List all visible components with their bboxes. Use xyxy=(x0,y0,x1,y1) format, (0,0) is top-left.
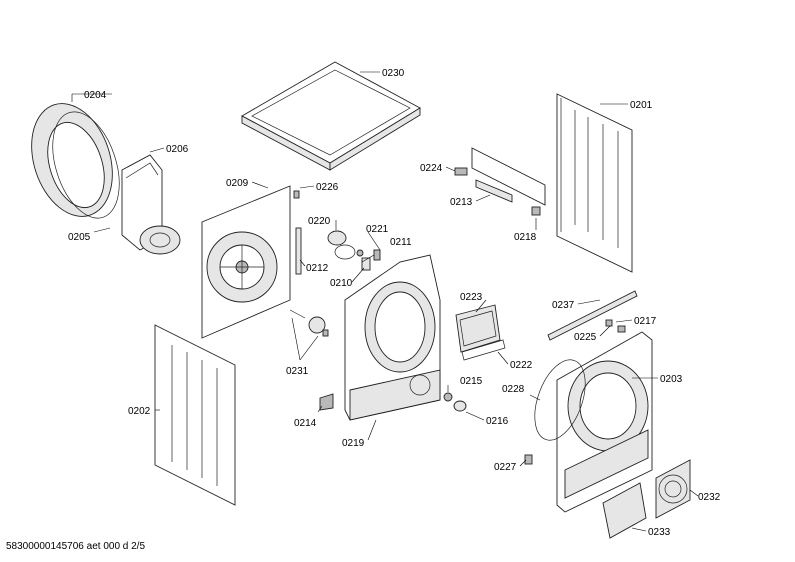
callout-0227: 0227 xyxy=(494,462,517,473)
part-top-cover xyxy=(241,61,421,171)
callout-labels: 0230 0201 0204 0206 0205 0209 0226 0224 … xyxy=(68,68,721,538)
part-rail-0212 xyxy=(295,227,302,275)
callout-0237: 0237 xyxy=(552,300,575,311)
callout-0220: 0220 xyxy=(308,216,331,227)
document-footer-id: 58300000145706 aet 000 d 2/5 xyxy=(6,541,146,552)
callout-0217: 0217 xyxy=(634,316,657,327)
callout-0224: 0224 xyxy=(420,163,443,174)
leader-lines xyxy=(71,71,699,532)
callout-0225: 0225 xyxy=(574,332,597,343)
part-0215-0216 xyxy=(443,392,467,412)
callout-0201: 0201 xyxy=(630,100,653,111)
callout-0212: 0212 xyxy=(306,263,329,274)
callout-0209: 0209 xyxy=(226,178,249,189)
part-front-panel xyxy=(556,331,653,513)
part-door-seal-0228 xyxy=(534,359,586,441)
callout-0211: 0211 xyxy=(390,237,412,248)
part-central-housing xyxy=(344,254,441,421)
callout-0215: 0215 xyxy=(460,376,483,387)
callout-0222: 0222 xyxy=(510,360,533,371)
part-upper-bracket xyxy=(454,147,546,216)
part-right-side-panel xyxy=(556,93,633,273)
callout-0232: 0232 xyxy=(698,492,721,503)
callout-0218: 0218 xyxy=(514,232,537,243)
callout-0223: 0223 xyxy=(460,292,483,303)
callout-0204: 0204 xyxy=(84,90,107,101)
part-motor-group xyxy=(327,230,381,271)
callout-0202: 0202 xyxy=(128,406,151,417)
callout-0221: 0221 xyxy=(366,224,389,235)
part-filter-0223 xyxy=(455,304,506,361)
part-0227 xyxy=(524,454,533,465)
callout-0226: 0226 xyxy=(316,182,339,193)
callout-0206: 0206 xyxy=(166,144,189,155)
callout-0230: 0230 xyxy=(382,68,405,79)
callout-0214: 0214 xyxy=(294,418,317,429)
part-left-side-panel xyxy=(154,324,236,506)
part-grille-0232 xyxy=(655,459,691,519)
callout-0233: 0233 xyxy=(648,527,671,538)
part-door-gasket xyxy=(31,103,120,219)
callout-0216: 0216 xyxy=(486,416,509,427)
part-rear-panel-fan xyxy=(201,185,291,339)
callout-0205: 0205 xyxy=(68,232,91,243)
callout-0228: 0228 xyxy=(502,384,525,395)
part-cover-plate-0233 xyxy=(602,482,647,539)
part-clip-0226 xyxy=(293,190,300,199)
part-0214 xyxy=(319,393,334,411)
part-fan-parts xyxy=(289,309,329,337)
callout-0231: 0231 xyxy=(286,366,309,377)
part-front-bracket-heater xyxy=(121,154,181,255)
part-top-rail-0237 xyxy=(547,290,638,341)
callout-0203: 0203 xyxy=(660,374,683,385)
callout-0213: 0213 xyxy=(450,197,473,208)
callout-0219: 0219 xyxy=(342,438,365,449)
callout-0210: 0210 xyxy=(330,278,353,289)
